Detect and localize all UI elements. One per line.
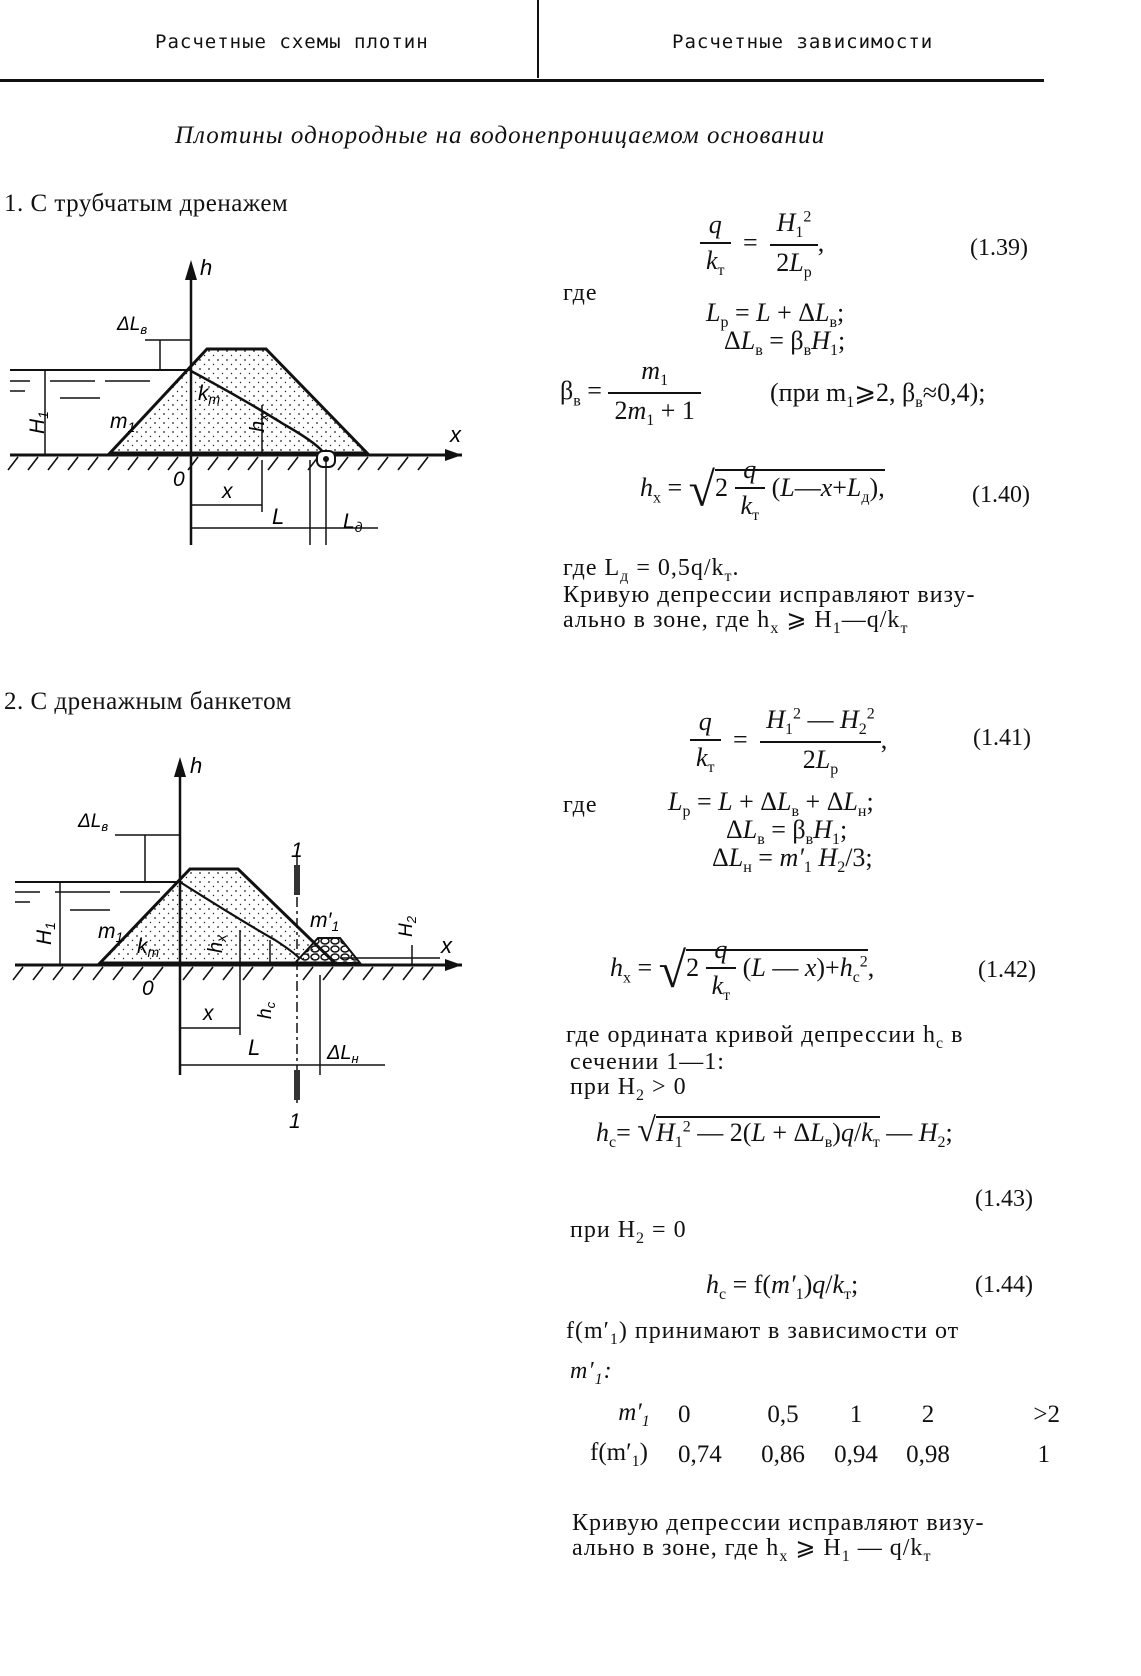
table-cell: 0,5 <box>767 1401 799 1428</box>
eq-dlv-2: ΔLв = βвH1; <box>726 815 848 849</box>
correction-2-line2: ально в зоне, где hx ⩾ H1 — q/kт <box>572 1535 932 1565</box>
svg-text:ΔLв: ΔLв <box>116 314 147 337</box>
svg-text:hc: hc <box>255 1001 278 1019</box>
svg-text:1: 1 <box>289 1110 301 1133</box>
svg-text:m1: m1 <box>110 410 135 435</box>
svg-text:0: 0 <box>173 468 185 491</box>
svg-text:x: x <box>221 480 234 503</box>
table-cell: 0 <box>678 1401 691 1428</box>
cond-h2-positive: при H2 > 0 <box>570 1074 687 1104</box>
svg-text:H1: H1 <box>33 922 58 945</box>
depression-curve <box>190 369 327 456</box>
svg-text:ΔLв: ΔLв <box>77 811 108 834</box>
table-cell: 0,86 <box>761 1441 805 1468</box>
svg-text:x: x <box>202 1002 215 1025</box>
correction-2-line1: Кривую депрессии исправляют визу- <box>572 1510 985 1536</box>
eq-dln: ΔLн = m′1 H2/3; <box>712 843 873 877</box>
header-left: Расчетные схемы плотин <box>155 31 429 53</box>
svg-text:L: L <box>248 1035 260 1060</box>
table-row-label: m′1 <box>618 1399 650 1430</box>
eq-lp-1: Lр = L + ΔLв; <box>706 298 845 332</box>
hc-desc-line2: сечении 1—1: <box>570 1049 725 1075</box>
table-cell: 0,74 <box>678 1441 722 1468</box>
section2-heading: 2. С дренажным банкетом <box>4 688 292 715</box>
svg-text:Lд: Lд <box>343 510 363 535</box>
dam-body <box>106 347 371 455</box>
correction-1-line2: ально в зоне, где hx ⩾ H1—q/kт <box>563 607 909 637</box>
svg-text:0: 0 <box>142 977 154 1000</box>
d1-h-label: h <box>200 255 212 280</box>
beta-condition: (при m1⩾2, βв≈0,4); <box>770 378 986 412</box>
fm-line1: f(m′1) принимают в зависимости от <box>566 1318 960 1348</box>
eq-1-43-number: (1.43) <box>975 1186 1033 1212</box>
correction-1-line1: Кривую депрессии исправляют визу- <box>563 582 976 608</box>
hc-desc-line1: где ордината кривой депрессии hc в <box>566 1022 964 1052</box>
where-1: где <box>563 280 598 306</box>
table-cell: 0,94 <box>834 1441 878 1468</box>
svg-text:H1: H1 <box>26 411 51 434</box>
header-right: Расчетные зависимости <box>672 31 934 53</box>
section1-heading: 1. С трубчатым дренажем <box>4 190 289 217</box>
table-cell: >2 <box>1033 1401 1060 1428</box>
eq-1-41-number: (1.41) <box>973 725 1031 751</box>
eq-1-40-number: (1.40) <box>972 482 1030 508</box>
fm-line2: m′1: <box>570 1358 613 1388</box>
depression-curve <box>179 881 301 960</box>
diagram-tubular-drain: h ΔLв H1 m1 kт hx x 0 x L Lд <box>7 255 462 545</box>
table-cell: 1 <box>849 1401 863 1428</box>
table-cell: 0,98 <box>906 1441 950 1468</box>
svg-text:kт: kт <box>137 935 160 960</box>
svg-text:ΔLн: ΔLн <box>326 1042 359 1066</box>
svg-text:kт: kт <box>198 382 221 407</box>
header-rule <box>0 79 1044 82</box>
svg-text:L: L <box>272 504 284 529</box>
svg-text:m′1: m′1 <box>310 909 339 934</box>
cond-h2-zero: при H2 = 0 <box>570 1217 687 1247</box>
where-2: где <box>563 792 598 818</box>
table-row: m′1 0 0,5 1 2 >2 <box>590 1395 1060 1435</box>
svg-text:1: 1 <box>291 839 303 862</box>
note-ld: где Lд = 0,5q/kт. <box>563 555 740 585</box>
diagram-drain-bank: h ΔLв H1 m1 kт hx m′1 H2 x 0 x hc L ΔLн … <box>12 753 462 1133</box>
fm-table: m′1 0 0,5 1 2 >2 f(m′1) 0,74 0,86 0,94 0… <box>590 1395 1060 1475</box>
table-row: f(m′1) 0,74 0,86 0,94 0,98 1 <box>590 1435 1060 1475</box>
svg-text:hx: hx <box>205 934 229 953</box>
eq-1-44-number: (1.44) <box>975 1272 1033 1298</box>
eq-lp-2: Lр = L + ΔLв + ΔLн; <box>668 787 874 821</box>
svg-text:h: h <box>190 753 202 778</box>
svg-text:hx: hx <box>247 413 271 432</box>
eq-hc-positive: hc= √H12 — 2(L + ΔLв)q/kт — H2; <box>596 1112 953 1152</box>
table-row-label: f(m′1) <box>590 1439 648 1470</box>
eq-1-42-number: (1.42) <box>978 957 1036 983</box>
svg-text:x: x <box>440 933 453 958</box>
header-divider <box>537 0 539 78</box>
svg-text:m1: m1 <box>98 920 123 945</box>
table-cell: 2 <box>921 1401 935 1428</box>
page-title: Плотины однородные на водонепроницаемом … <box>175 122 826 149</box>
svg-text:x: x <box>449 422 462 447</box>
eq-1-44: hc = f(m′1)q/kт; <box>706 1270 859 1304</box>
svg-text:H2: H2 <box>396 915 419 937</box>
drain-bank <box>292 937 363 964</box>
dam-body <box>96 867 339 965</box>
table-cell: 1 <box>1037 1441 1051 1468</box>
eq-1-39-number: (1.39) <box>970 235 1028 261</box>
eq-dlv-1: ΔLв = βвH1; <box>724 326 846 360</box>
